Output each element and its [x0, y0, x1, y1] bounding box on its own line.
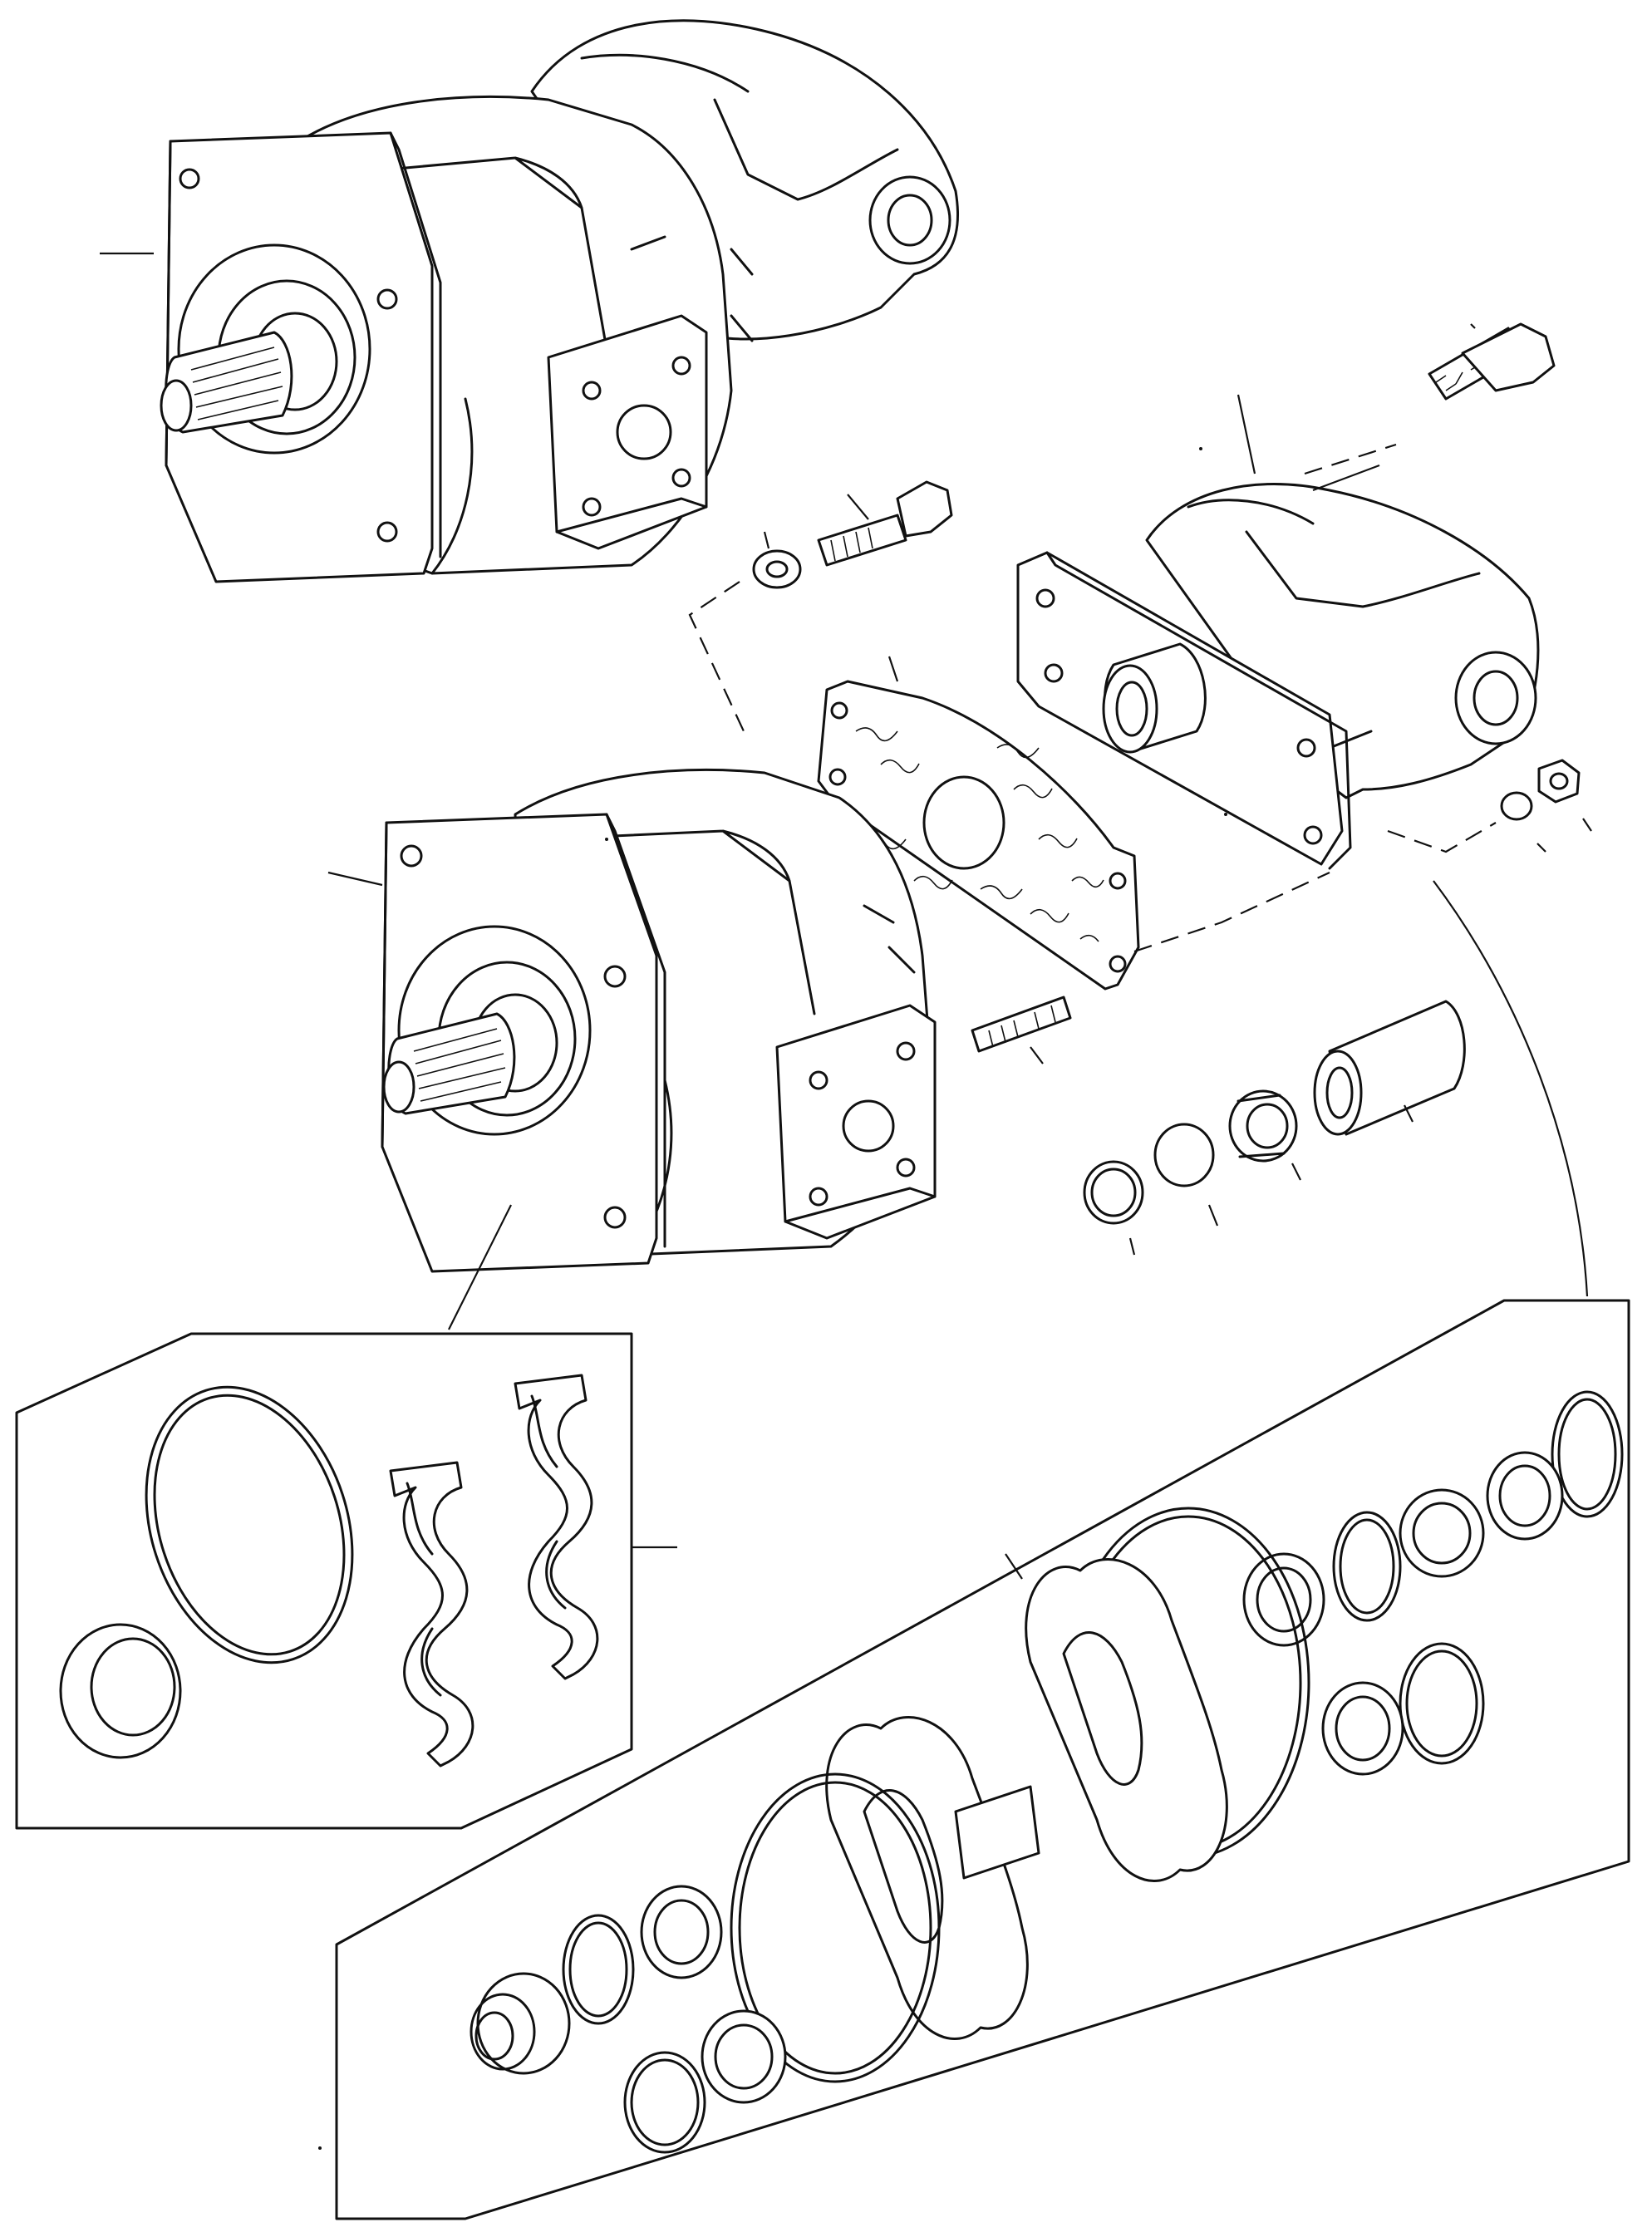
- rear-pump-section: [1016, 322, 1556, 870]
- seal-kit-panel: [15, 1332, 677, 1830]
- leader-line-gear-kit: [1433, 880, 1589, 1297]
- leader-line-gasket: [887, 656, 899, 682]
- tandem-pump-assembly: [100, 19, 960, 583]
- front-pump-section: [327, 769, 937, 1330]
- leader-line-seal-kit: [448, 1204, 512, 1330]
- assembly-lines: [688, 443, 1497, 953]
- small-parts: [1083, 880, 1589, 1297]
- leader-line-front-section: [327, 871, 383, 887]
- leader-line-rear-section: [1237, 394, 1256, 474]
- fasteners: [752, 480, 1592, 1064]
- gasket: [817, 656, 1140, 991]
- gear-kit-panel: [335, 1299, 1630, 2220]
